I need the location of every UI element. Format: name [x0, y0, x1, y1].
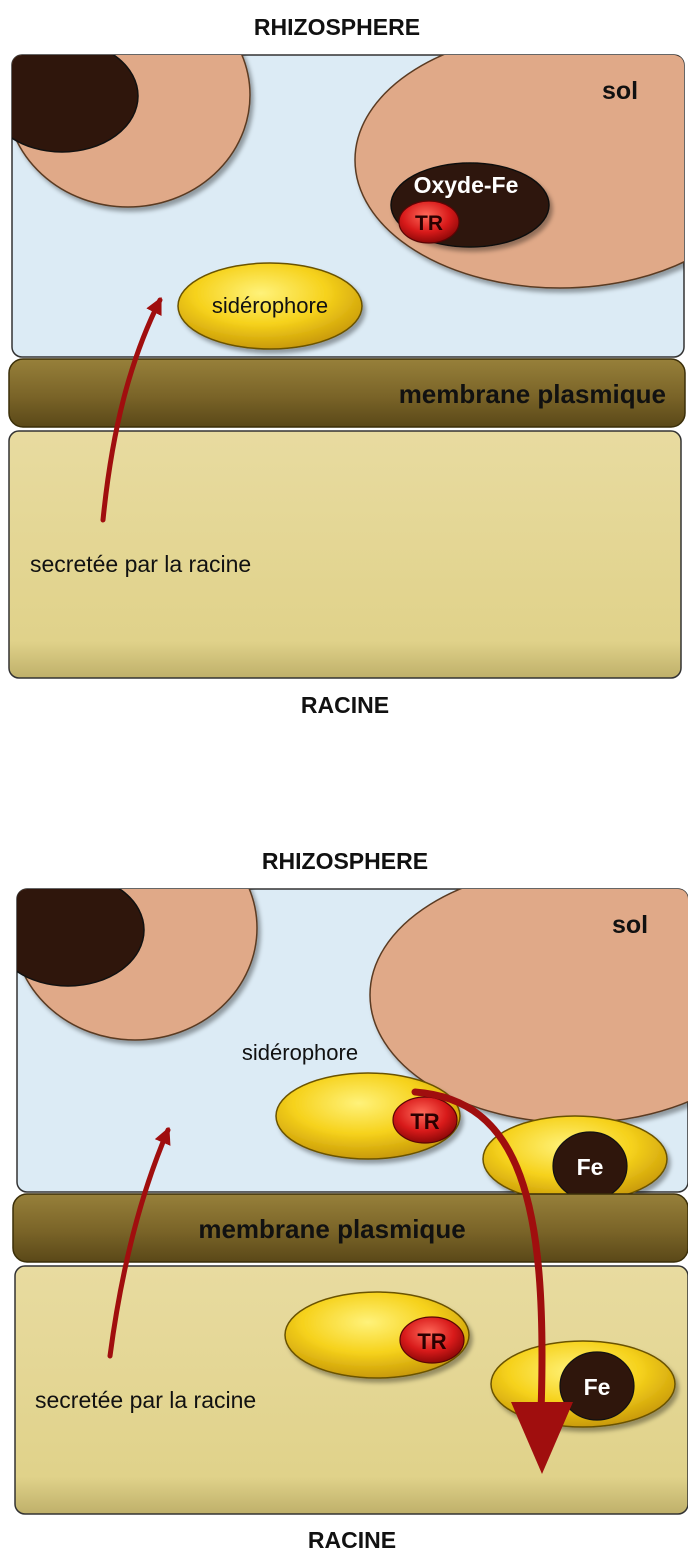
fe-label: Fe — [577, 1154, 604, 1180]
rhizosphere-title: RHIZOSPHERE — [262, 848, 428, 874]
siderophore-label: sidérophore — [242, 1040, 358, 1065]
membrane-label: membrane plasmique — [198, 1214, 465, 1244]
plasma-membrane: membrane plasmique — [9, 359, 685, 427]
secreted-label: secretée par la racine — [35, 1387, 256, 1413]
tr-label: TR — [410, 1109, 439, 1134]
soil-label: sol — [612, 911, 648, 939]
root-title: RACINE — [308, 1527, 396, 1553]
plasma-membrane: membrane plasmique — [13, 1194, 688, 1262]
iron-oxide-label: Oxyde-Fe — [414, 172, 519, 198]
siderophore-label: sidérophore — [212, 293, 328, 318]
secreted-label: secretée par la racine — [30, 551, 251, 577]
panel-1: RHIZOSPHERE sol Oxyde-Fe TR sidérophore … — [0, 0, 688, 718]
dark-particle-left — [0, 40, 138, 152]
soil-label: sol — [602, 77, 638, 105]
fe-label: Fe — [584, 1374, 611, 1400]
rhizosphere-title: RHIZOSPHERE — [254, 14, 420, 40]
dark-particle-left — [0, 874, 144, 986]
rhizosphere-zone: sol Oxyde-Fe TR sidérophore — [0, 0, 688, 357]
tr-label: TR — [417, 1329, 446, 1354]
root-title: RACINE — [301, 692, 389, 718]
panel-2: RHIZOSPHERE sol sidérophore TR Fe membra… — [0, 816, 688, 1553]
membrane-label: membrane plasmique — [399, 379, 666, 409]
tr-label: TR — [415, 212, 443, 235]
